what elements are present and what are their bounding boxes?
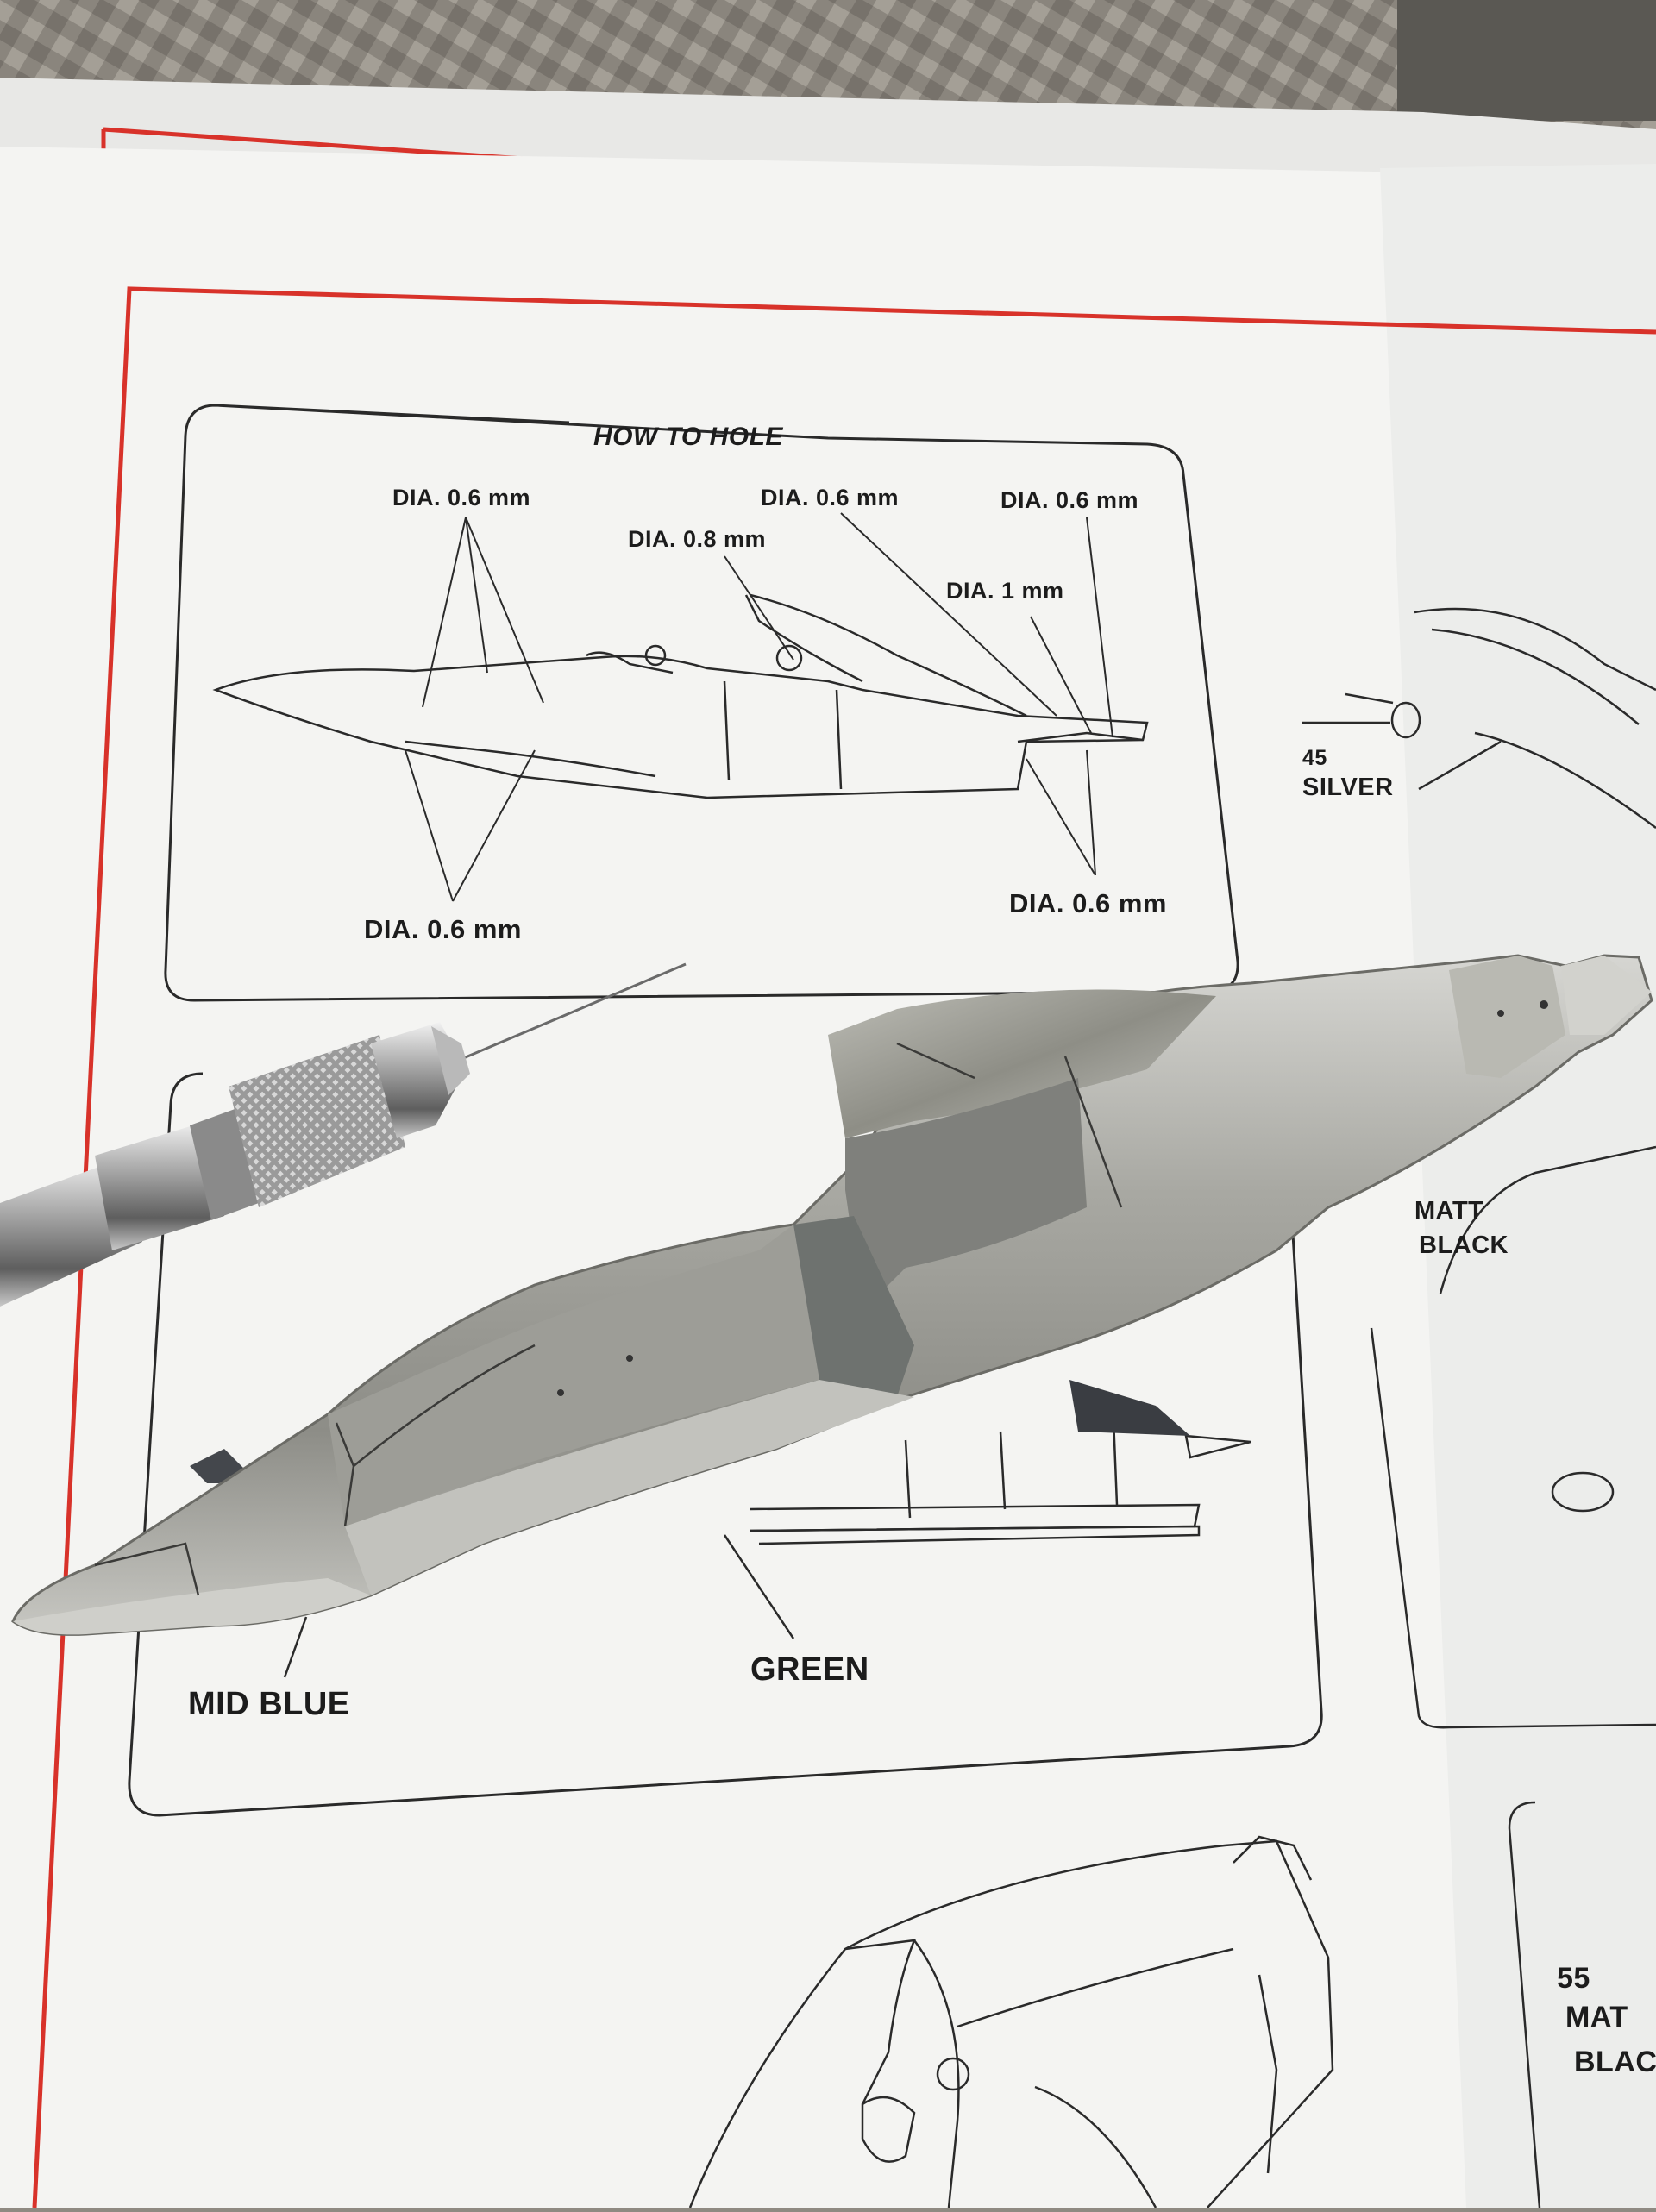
dia-label-06-bottom-right: DIA. 0.6 mm [1009,888,1167,918]
mid-blue-label: MID BLUE [188,1686,350,1722]
dia-label-06-top-mid: DIA. 0.6 mm [761,485,900,511]
dia-label-1mm: DIA. 1 mm [946,578,1064,604]
how-to-hole-title: HOW TO HOLE [593,423,783,451]
black-label: BLACK [1419,1231,1509,1259]
green-label: GREEN [750,1651,869,1688]
part-number-45: 45 [1302,746,1327,770]
silver-label: SILVER [1302,774,1394,801]
dia-label-06-top-right: DIA. 0.6 mm [1000,487,1139,513]
part-number-55: 55 [1557,1962,1590,1995]
mat-label-bottom: MAT [1565,2001,1628,2033]
dia-label-06-top-left: DIA. 0.6 mm [392,485,531,511]
black-label-bottom: BLAC [1574,2046,1656,2078]
matt-label: MATT [1414,1197,1484,1225]
dia-label-08: DIA. 0.8 mm [628,526,767,552]
dia-label-06-bottom-left: DIA. 0.6 mm [364,914,522,944]
